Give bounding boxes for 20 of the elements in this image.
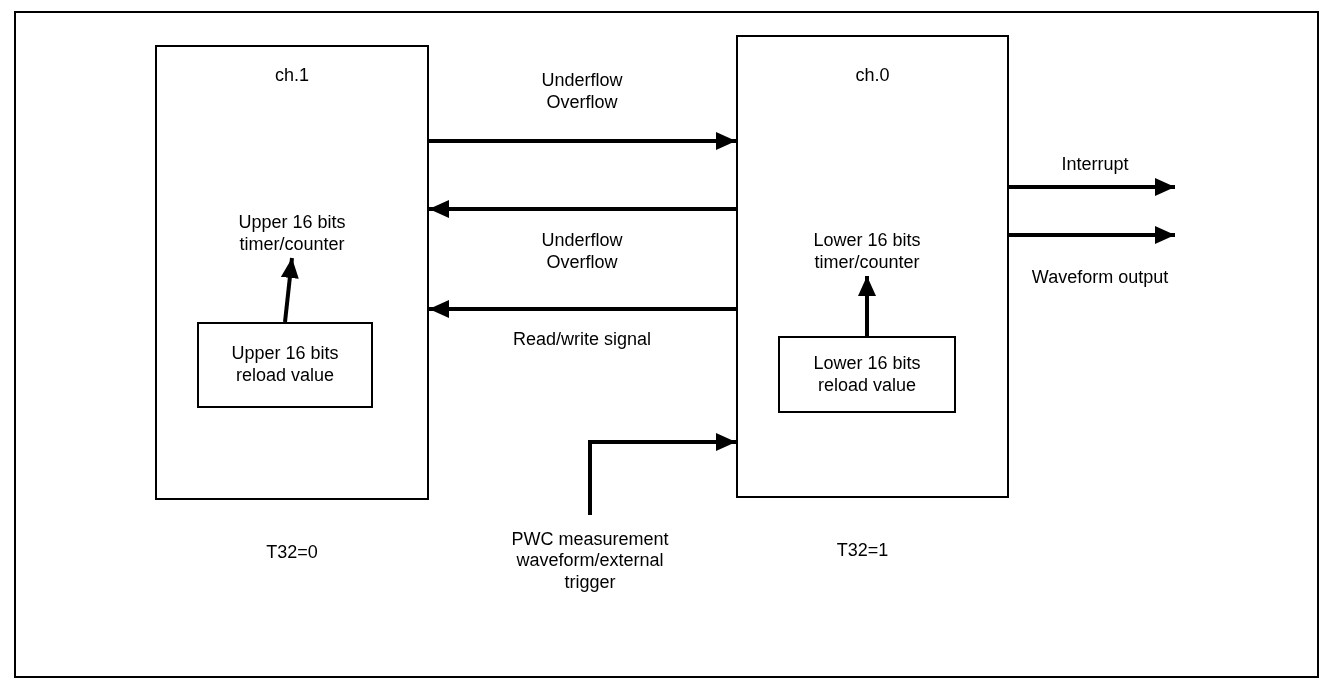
register-label: Upper 16 bits reload value bbox=[230, 343, 340, 387]
signal-label: PWC measurement waveform/external trigger bbox=[490, 515, 690, 607]
arrow bbox=[429, 132, 736, 150]
arrow bbox=[280, 257, 299, 323]
edge-label: Waveform output bbox=[1028, 267, 1172, 289]
register-label: Lower 16 bits reload value bbox=[812, 352, 922, 397]
arrow bbox=[588, 433, 736, 515]
channel-label: ch.1 bbox=[274, 65, 310, 87]
block-label: Upper 16 bits timer/counter bbox=[197, 210, 387, 258]
arrow bbox=[858, 276, 876, 336]
channel-label: ch.0 bbox=[854, 65, 891, 87]
register-box bbox=[778, 336, 956, 413]
channel-block bbox=[736, 35, 1009, 498]
register-box bbox=[197, 322, 373, 408]
arrow bbox=[1009, 226, 1175, 244]
block-label: Lower 16 bits timer/counter bbox=[772, 228, 962, 276]
arrow bbox=[429, 200, 736, 218]
arrow bbox=[429, 300, 736, 318]
channel-block bbox=[155, 45, 429, 500]
arrow bbox=[1009, 178, 1175, 196]
